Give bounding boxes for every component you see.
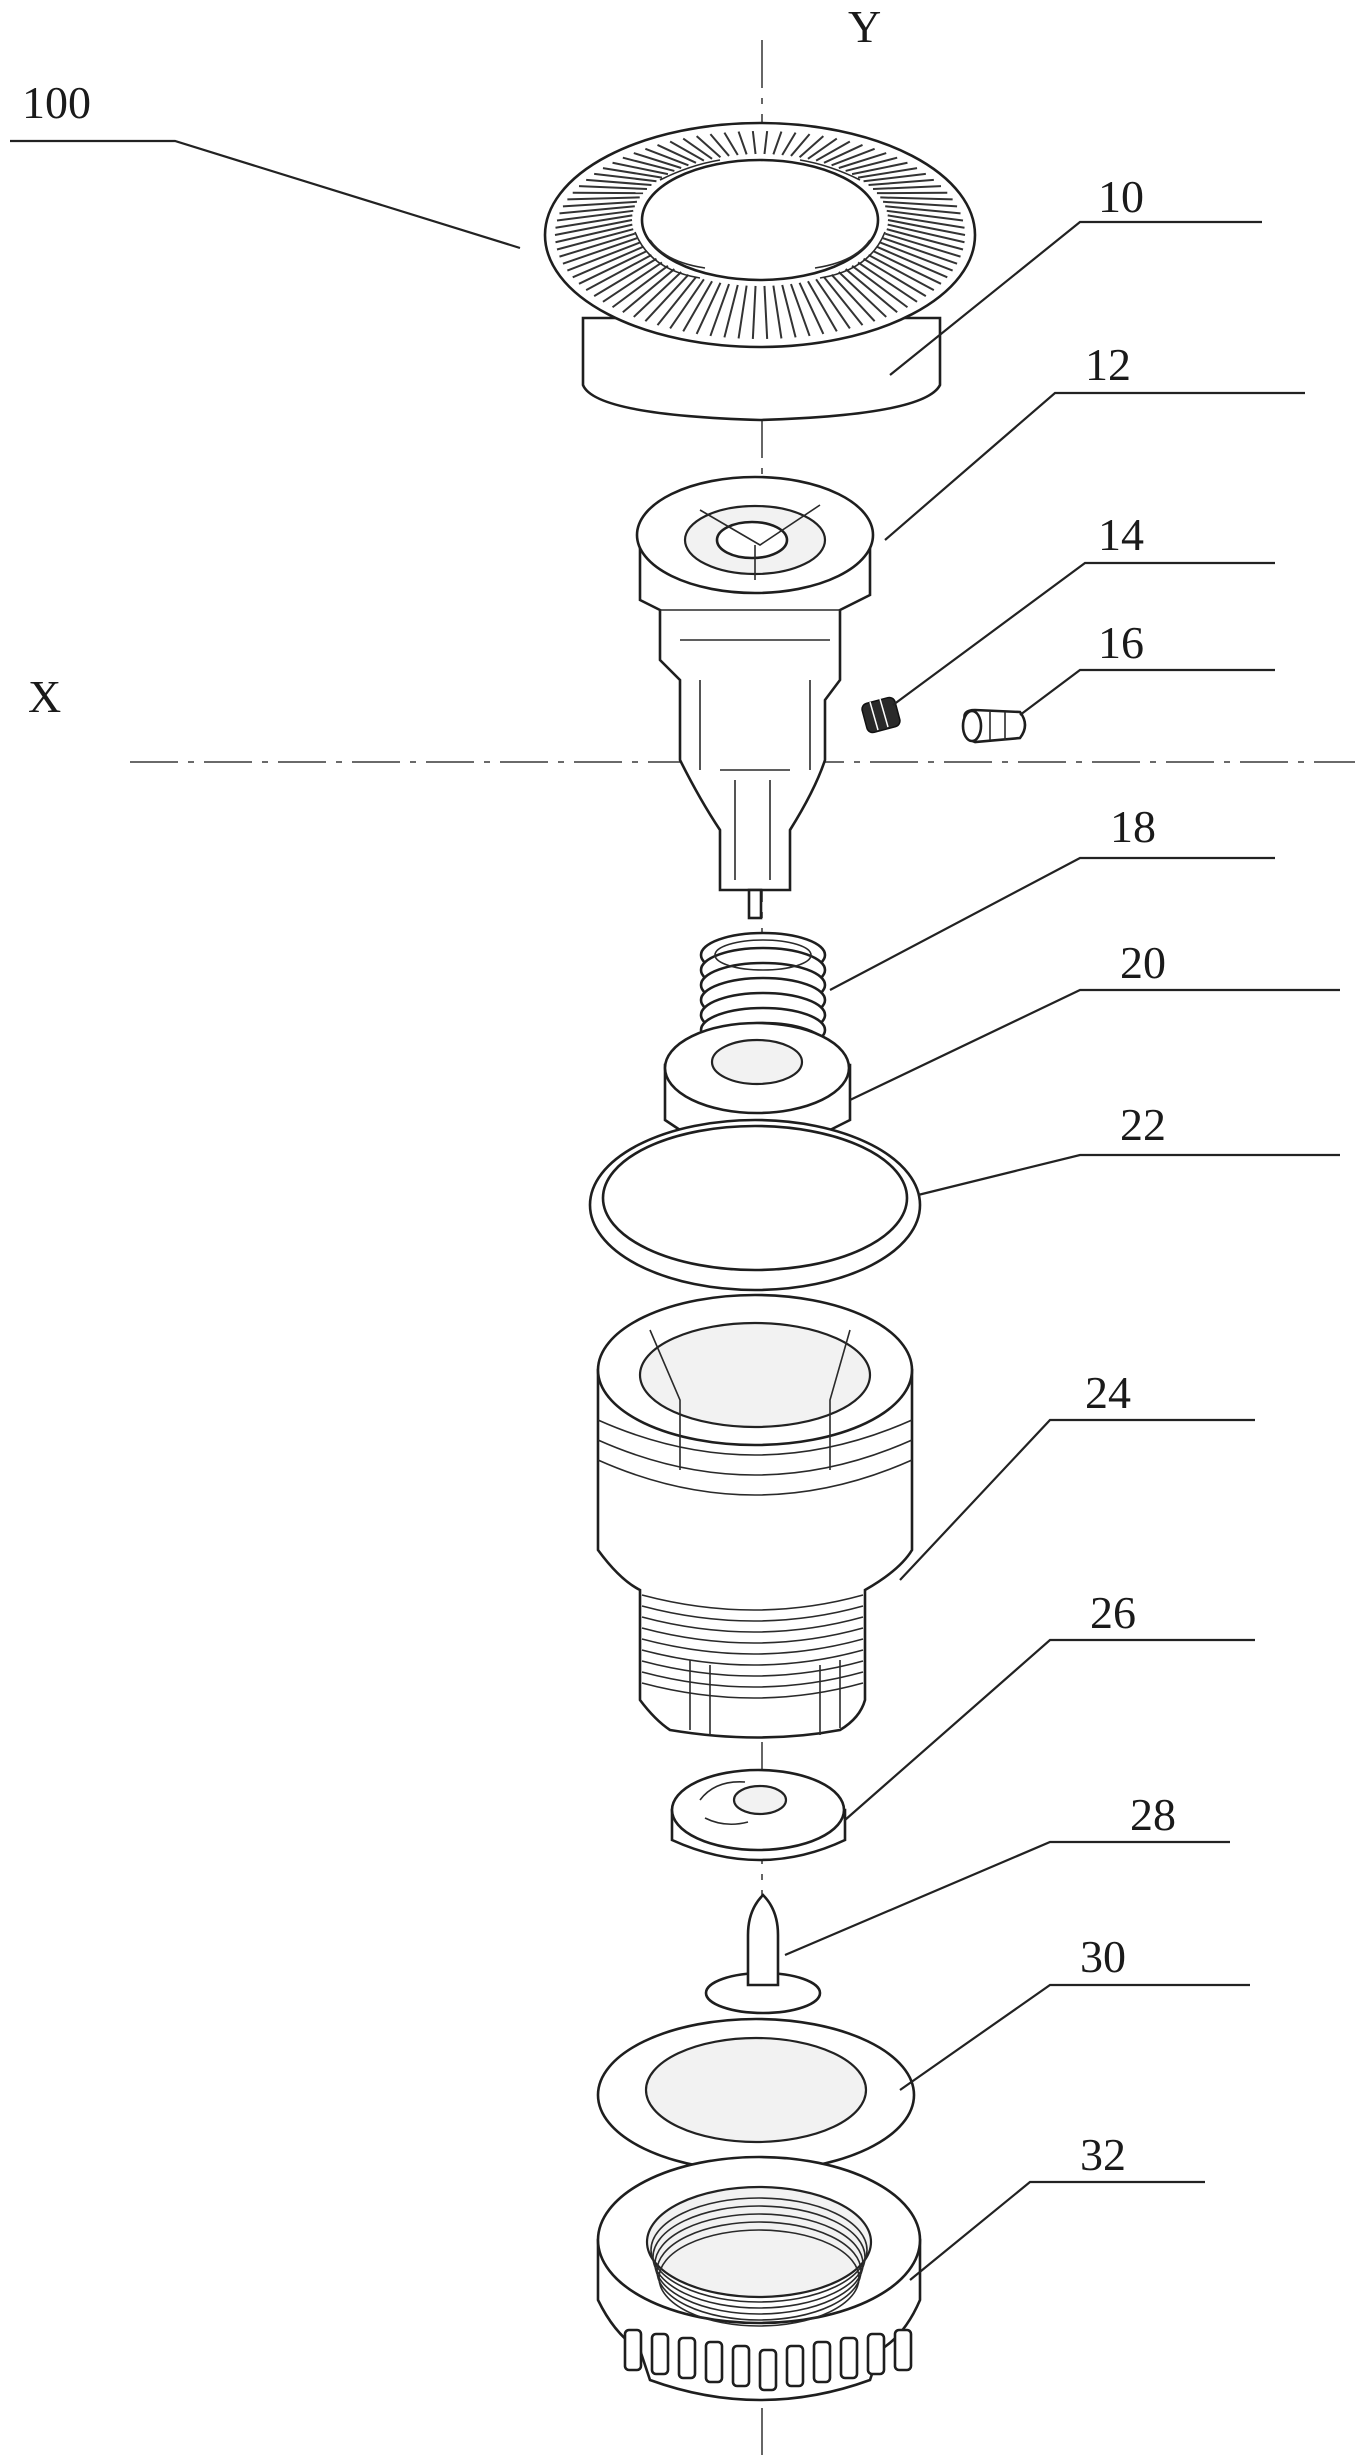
leader-10 xyxy=(889,220,1262,376)
leader-26 xyxy=(844,1638,1255,1821)
label-18: 18 xyxy=(1110,801,1156,852)
label-10: 10 xyxy=(1098,171,1144,222)
small-spring-part xyxy=(861,696,901,734)
label-26: 26 xyxy=(1090,1587,1136,1638)
label-16: 16 xyxy=(1098,617,1144,668)
label-14: 14 xyxy=(1098,509,1144,560)
contact-pin-part xyxy=(704,1893,822,2015)
y-axis-label: Y xyxy=(848,1,881,52)
leader-22 xyxy=(917,1153,1340,1197)
leader-24 xyxy=(899,1418,1255,1581)
leader-30 xyxy=(899,1983,1250,2091)
actuator-part xyxy=(635,475,875,920)
label-12: 12 xyxy=(1085,339,1131,390)
leader-32 xyxy=(909,2180,1205,2281)
label-28: 28 xyxy=(1130,1789,1176,1840)
leader-16 xyxy=(1019,668,1275,716)
cam-disk-part xyxy=(670,1768,847,1862)
label-24: 24 xyxy=(1085,1367,1131,1418)
label-100: 100 xyxy=(22,77,91,128)
housing-part xyxy=(596,1293,914,1739)
leader-20 xyxy=(849,988,1340,1101)
label-32: 32 xyxy=(1080,2129,1126,2180)
mushroom-cap-part xyxy=(543,121,977,422)
label-22: 22 xyxy=(1120,1099,1166,1150)
leader-18 xyxy=(829,856,1275,991)
pin-part xyxy=(961,708,1027,744)
x-axis-label: X xyxy=(28,671,61,722)
washer-ring-part xyxy=(596,2017,916,2173)
label-30: 30 xyxy=(1080,1931,1126,1982)
leader-lines xyxy=(10,139,1340,2281)
lock-nut-part xyxy=(596,2155,922,2402)
leader-100 xyxy=(10,139,521,250)
leader-14 xyxy=(892,561,1275,706)
part-labels: 100 10 12 14 16 18 20 22 24 26 28 30 32 xyxy=(22,77,1176,2180)
leader-12 xyxy=(884,391,1305,541)
leader-28 xyxy=(784,1840,1230,1957)
label-20: 20 xyxy=(1120,937,1166,988)
gasket-ring-part xyxy=(588,1118,922,1292)
